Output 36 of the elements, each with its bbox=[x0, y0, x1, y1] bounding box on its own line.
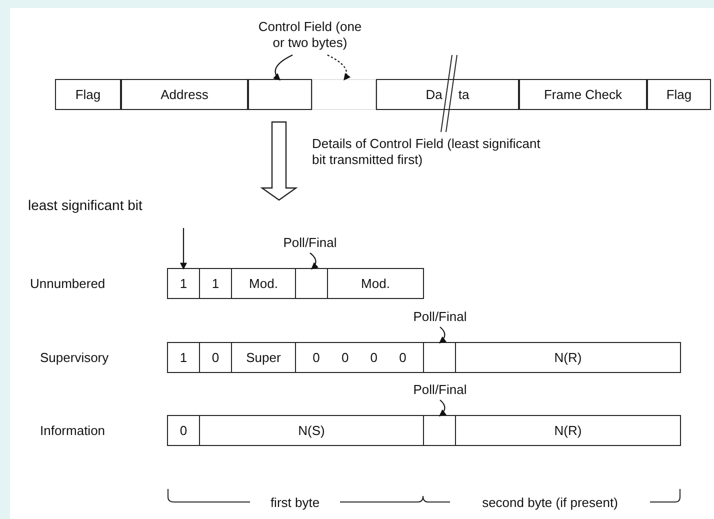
frame-field: 0 bbox=[167, 415, 200, 446]
frame-field: N(R) bbox=[455, 342, 681, 373]
frame-field: N(S) bbox=[199, 415, 424, 446]
frame-field: Mod. bbox=[231, 268, 296, 299]
frame-field: 1 bbox=[199, 268, 232, 299]
field-text: Da bbox=[426, 87, 442, 102]
arrow bbox=[438, 400, 447, 416]
field-text: ta bbox=[458, 87, 470, 102]
annotation-text: least significant bit bbox=[28, 197, 198, 215]
row-label: Unnumbered bbox=[30, 276, 106, 292]
frame-field: Frame Check bbox=[519, 79, 647, 110]
frame-field: 0 bbox=[199, 342, 232, 373]
frame-field: 0 0 0 0 bbox=[295, 342, 424, 373]
bracket-label: second byte (if present) bbox=[481, 495, 619, 511]
callout-text: Poll/Final bbox=[402, 382, 478, 398]
arrow bbox=[327, 54, 350, 81]
frame-field: Mod. bbox=[327, 268, 424, 299]
annotation-text: Control Field (one or two bytes) bbox=[252, 19, 368, 53]
frame-field: Flag bbox=[647, 79, 711, 110]
arrow bbox=[180, 228, 187, 270]
bracket-label: first byte bbox=[269, 495, 321, 511]
arrow bbox=[438, 326, 447, 344]
frame-field: Flag bbox=[55, 79, 121, 110]
frame-field: N(R) bbox=[455, 415, 681, 446]
arrow bbox=[273, 54, 293, 80]
frame-field: Address bbox=[121, 79, 248, 110]
frame-field: 1 bbox=[167, 342, 200, 373]
arrow bbox=[310, 252, 318, 270]
frame-field: 1 bbox=[167, 268, 200, 299]
frame-field bbox=[376, 79, 519, 110]
callout-text: Poll/Final bbox=[272, 235, 348, 251]
frame-field: Super bbox=[231, 342, 296, 373]
row-label: Supervisory bbox=[40, 350, 110, 366]
caption-text: Details of Control Field (least significant bit transmitted first) bbox=[312, 136, 542, 169]
row-label: Information bbox=[40, 423, 106, 439]
callout-text: Poll/Final bbox=[402, 309, 478, 325]
